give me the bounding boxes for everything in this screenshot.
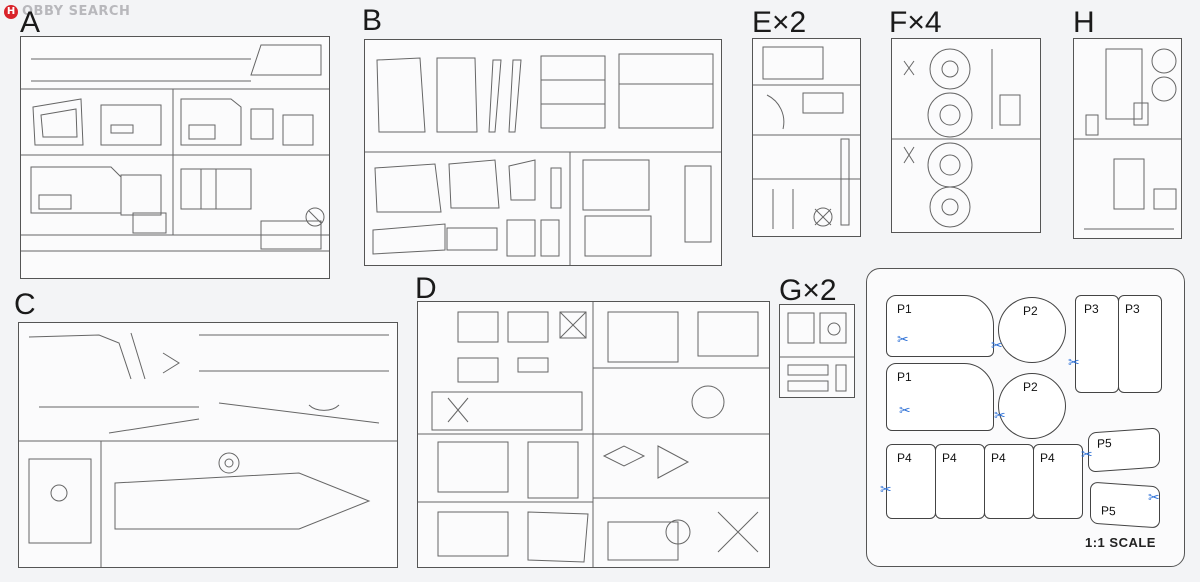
scissors-icon: ✂ <box>994 408 1006 424</box>
sprue-g-diagram <box>779 304 855 398</box>
scissors-icon: ✂ <box>991 338 1003 354</box>
scissors-icon: ✂ <box>1148 490 1160 506</box>
watermark-text: OBBY SEARCH <box>22 4 131 19</box>
piece-p3-right: P3 <box>1118 295 1162 393</box>
piece-p1-top: P1 <box>886 295 994 357</box>
label-e: E×2 <box>752 6 807 39</box>
sprue-h-drawing <box>1074 48 1181 230</box>
sprue-b-drawing <box>365 53 721 265</box>
piece-p4-2: P4 <box>935 444 985 519</box>
piece-p2-bottom: P2 <box>998 373 1066 439</box>
sprue-c-drawing <box>19 332 397 567</box>
label-b: B <box>362 4 383 37</box>
sprue-f-diagram <box>891 38 1041 233</box>
piece-p4-1: P4 <box>886 444 936 519</box>
piece-label: P4 <box>1040 451 1055 465</box>
label-a: A <box>20 6 41 39</box>
sprue-g-drawing <box>780 312 854 392</box>
sprue-e-drawing <box>753 46 860 229</box>
label-h: H <box>1073 6 1095 39</box>
hobby-search-logo-icon: H <box>4 4 18 19</box>
piece-p1-bottom: P1 <box>886 363 994 431</box>
piece-label: P1 <box>897 302 912 316</box>
sprue-b-diagram <box>364 39 722 266</box>
scissors-icon: ✂ <box>1081 447 1093 463</box>
sprue-a-diagram <box>20 36 330 279</box>
piece-p3-left: P3 <box>1075 295 1119 393</box>
watermark: H OBBY SEARCH <box>4 4 130 19</box>
sprue-h-diagram <box>1073 38 1182 239</box>
scissors-icon: ✂ <box>880 482 892 498</box>
piece-p2-top: P2 <box>998 297 1066 363</box>
label-g: G×2 <box>779 274 837 307</box>
piece-p4-3: P4 <box>984 444 1034 519</box>
sprue-c-diagram <box>18 322 398 568</box>
piece-label: P4 <box>942 451 957 465</box>
piece-label: P4 <box>897 451 912 465</box>
piece-label: P2 <box>1023 304 1038 318</box>
label-c: C <box>14 288 36 321</box>
sprue-d-drawing <box>418 302 769 567</box>
scissors-icon: ✂ <box>899 403 911 419</box>
scale-label: 1:1 SCALE <box>1085 535 1156 550</box>
sprue-f-drawing <box>892 48 1040 228</box>
piece-label: P2 <box>1023 380 1038 394</box>
piece-p5-top: P5 <box>1088 427 1160 473</box>
label-d: D <box>415 272 437 305</box>
piece-p4-4: P4 <box>1033 444 1083 519</box>
piece-label: P5 <box>1097 435 1112 451</box>
label-f: F×4 <box>889 6 942 39</box>
sprue-d-diagram <box>417 301 770 568</box>
piece-label: P3 <box>1125 302 1140 316</box>
piece-label: P1 <box>897 370 912 384</box>
piece-label: P3 <box>1084 302 1099 316</box>
piece-label: P4 <box>991 451 1006 465</box>
sprue-a-drawing <box>21 44 329 252</box>
sprue-e-diagram <box>752 38 861 237</box>
piece-label: P5 <box>1101 503 1116 519</box>
scissors-icon: ✂ <box>897 332 909 348</box>
scissors-icon: ✂ <box>1068 355 1080 371</box>
